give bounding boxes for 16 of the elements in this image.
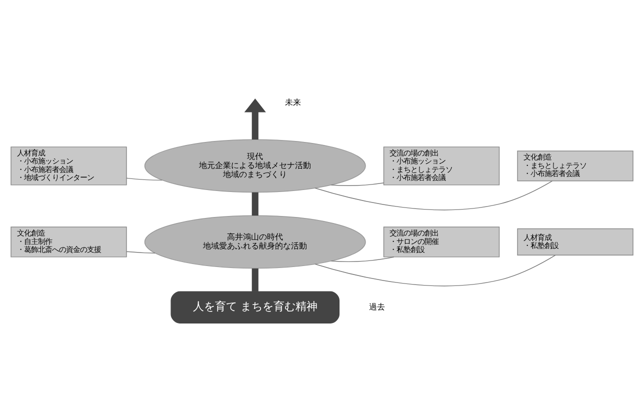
connector: [252, 192, 258, 216]
node-box: 人材育成・私塾創設: [517, 228, 634, 255]
node-box: 人材育成・小布施ッション・小布施若者会議・地域づくりインターン: [10, 146, 127, 185]
arrow: [244, 98, 266, 140]
node-box: 文化創造・自主制作・葛飾北斎への資金の支援: [10, 226, 127, 257]
connector: [126, 177, 163, 180]
node-box: 交流の場の創出・小布施ッション・まちとしょテラソ・小布施若者会議: [383, 146, 500, 185]
connector: [330, 182, 384, 186]
connector: [330, 256, 394, 262]
connector: [126, 250, 156, 253]
connector: [314, 254, 556, 286]
node-box: 人を育て まちを育む精神: [170, 290, 340, 323]
node-box: 文化創造・まちとしょテラソ・小布施若者会議: [517, 150, 634, 181]
connector: [252, 268, 258, 291]
connector: [314, 180, 553, 210]
node-box: 交流の場の創出・サロンの開催・私塾創設: [383, 226, 500, 257]
